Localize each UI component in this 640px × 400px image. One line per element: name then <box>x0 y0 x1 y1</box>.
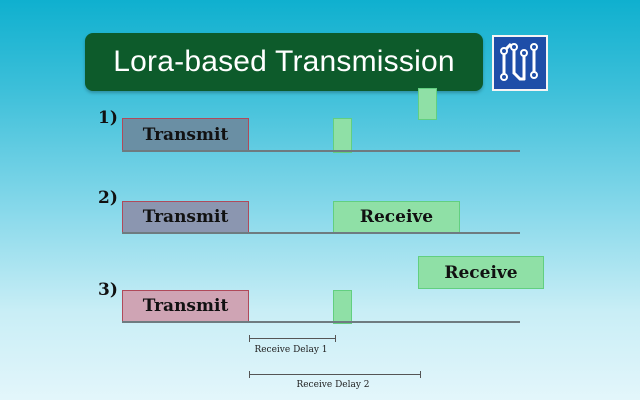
row-2-transmit-block: Transmit <box>122 201 249 233</box>
row-2-timeline <box>122 232 520 234</box>
row-3-receive-window-1 <box>333 290 352 324</box>
diagram-title: Lora-based Transmission <box>113 45 455 78</box>
row-2-label: 2) <box>98 188 118 208</box>
row-1-transmit-block: Transmit <box>122 118 249 151</box>
row-3-timeline <box>122 321 520 323</box>
row-2-receive-block: Receive <box>333 201 460 233</box>
receive-delay-2-bracket <box>249 371 421 378</box>
row-3-transmit-block: Transmit <box>122 290 249 322</box>
row-1-receive-window-1 <box>333 118 352 153</box>
row-1-timeline <box>122 150 520 152</box>
receive-delay-1-label: Receive Delay 1 <box>254 345 328 355</box>
receive-delay-2-label: Receive Delay 2 <box>296 380 370 390</box>
title-banner: Lora-based Transmission <box>85 33 483 91</box>
row-3-label: 3) <box>98 280 118 300</box>
receive-delay-1-bracket <box>249 335 336 342</box>
row-3-receive-block: Receive <box>418 256 544 289</box>
circuit-board-icon <box>492 35 548 91</box>
row-1-label: 1) <box>98 108 118 128</box>
row-1-receive-window-2 <box>418 88 437 120</box>
